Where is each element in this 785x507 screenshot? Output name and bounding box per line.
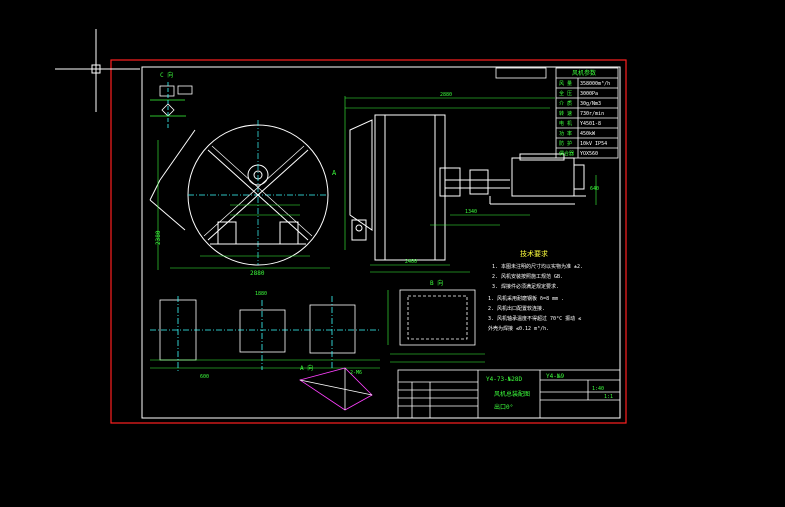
spec-table-title: 风机参数: [572, 69, 596, 77]
spec-value: Y4501-8: [580, 121, 601, 127]
base-dim-600: 600: [200, 374, 209, 380]
spec-table: [555, 67, 619, 159]
top-tag-box: [495, 67, 547, 79]
view-a-label: A: [332, 169, 337, 177]
spec-key: 偶合器: [559, 150, 574, 157]
note-item: 1. 本图未注明的尺寸均以实物为准 ±2.: [492, 263, 583, 270]
code-label: Y4-№9: [546, 373, 564, 380]
crosshair-cursor-icon: [55, 29, 140, 112]
base-dim-1880: 1880: [255, 291, 267, 297]
spec-key: 风 量: [559, 80, 572, 87]
note-item-2: 外壳为焊接 ≤0.12 m³/h.: [488, 325, 549, 332]
side-view-housing: [349, 114, 586, 261]
note-item: 3. 焊接件必须满足规定要求.: [492, 283, 559, 290]
spec-key: 介 质: [559, 100, 572, 107]
part-name: 风机总装配图: [494, 390, 530, 398]
dim-2380: 2380: [155, 230, 162, 245]
dim-1340: 1340: [465, 209, 477, 215]
spec-value: YOX560: [580, 151, 598, 157]
side-view-dims: [344, 96, 597, 273]
spec-value: 3000Pa: [580, 91, 598, 97]
dim-2400: 2400: [405, 259, 417, 265]
note-item-2: 2. 风机出口配置软连接.: [488, 305, 545, 312]
front-view-housing: [149, 120, 330, 270]
spec-value: 730r/min: [580, 111, 604, 117]
notes-title: 技术要求: [520, 249, 548, 258]
scale-label: 1:40: [592, 386, 604, 392]
dim-640: 640: [590, 186, 599, 192]
base-plan-view: [150, 296, 380, 372]
detail-label: 2-M6: [350, 370, 362, 376]
spec-key: 转 速: [559, 110, 572, 117]
spec-value: 358000m³/h: [580, 81, 610, 87]
title-block: [397, 369, 621, 419]
dim-2880-side: 2880: [440, 92, 452, 98]
note-item-2: 1. 风机采用耐磨钢板 δ=8 mm .: [488, 295, 564, 302]
spec-key: 电 机: [559, 120, 572, 127]
c-view-flange: [177, 85, 193, 95]
a-view-detail: [299, 367, 373, 411]
c-view-detail: [150, 82, 186, 128]
view-c-label: C 向: [160, 71, 173, 79]
note-item-2: 3. 风机轴承温度不得超过 70°C 振动 ≤: [488, 315, 581, 322]
spec-value: 10kV IP54: [580, 141, 607, 147]
inner-border: [141, 66, 621, 419]
outer-frame: [110, 59, 627, 424]
spec-value: 30g/Nm3: [580, 101, 601, 107]
view-b-label: B 向: [430, 279, 443, 287]
spec-value: 450kW: [580, 131, 596, 137]
b-view-flange: [387, 289, 485, 363]
sheet-label: 1:1: [604, 394, 613, 400]
view-a2-label: A 向: [300, 364, 313, 372]
angle-label: 出口0°: [494, 403, 513, 411]
spec-key: 防 护: [559, 140, 572, 147]
note-item: 2. 风机安装按照施工规范 GB.: [492, 273, 563, 280]
dim-2880-front: 2880: [250, 270, 265, 277]
spec-key: 功 率: [559, 130, 572, 137]
drawing-number: Y4-73-№28D: [486, 376, 523, 383]
spec-key: 全 压: [559, 90, 572, 97]
